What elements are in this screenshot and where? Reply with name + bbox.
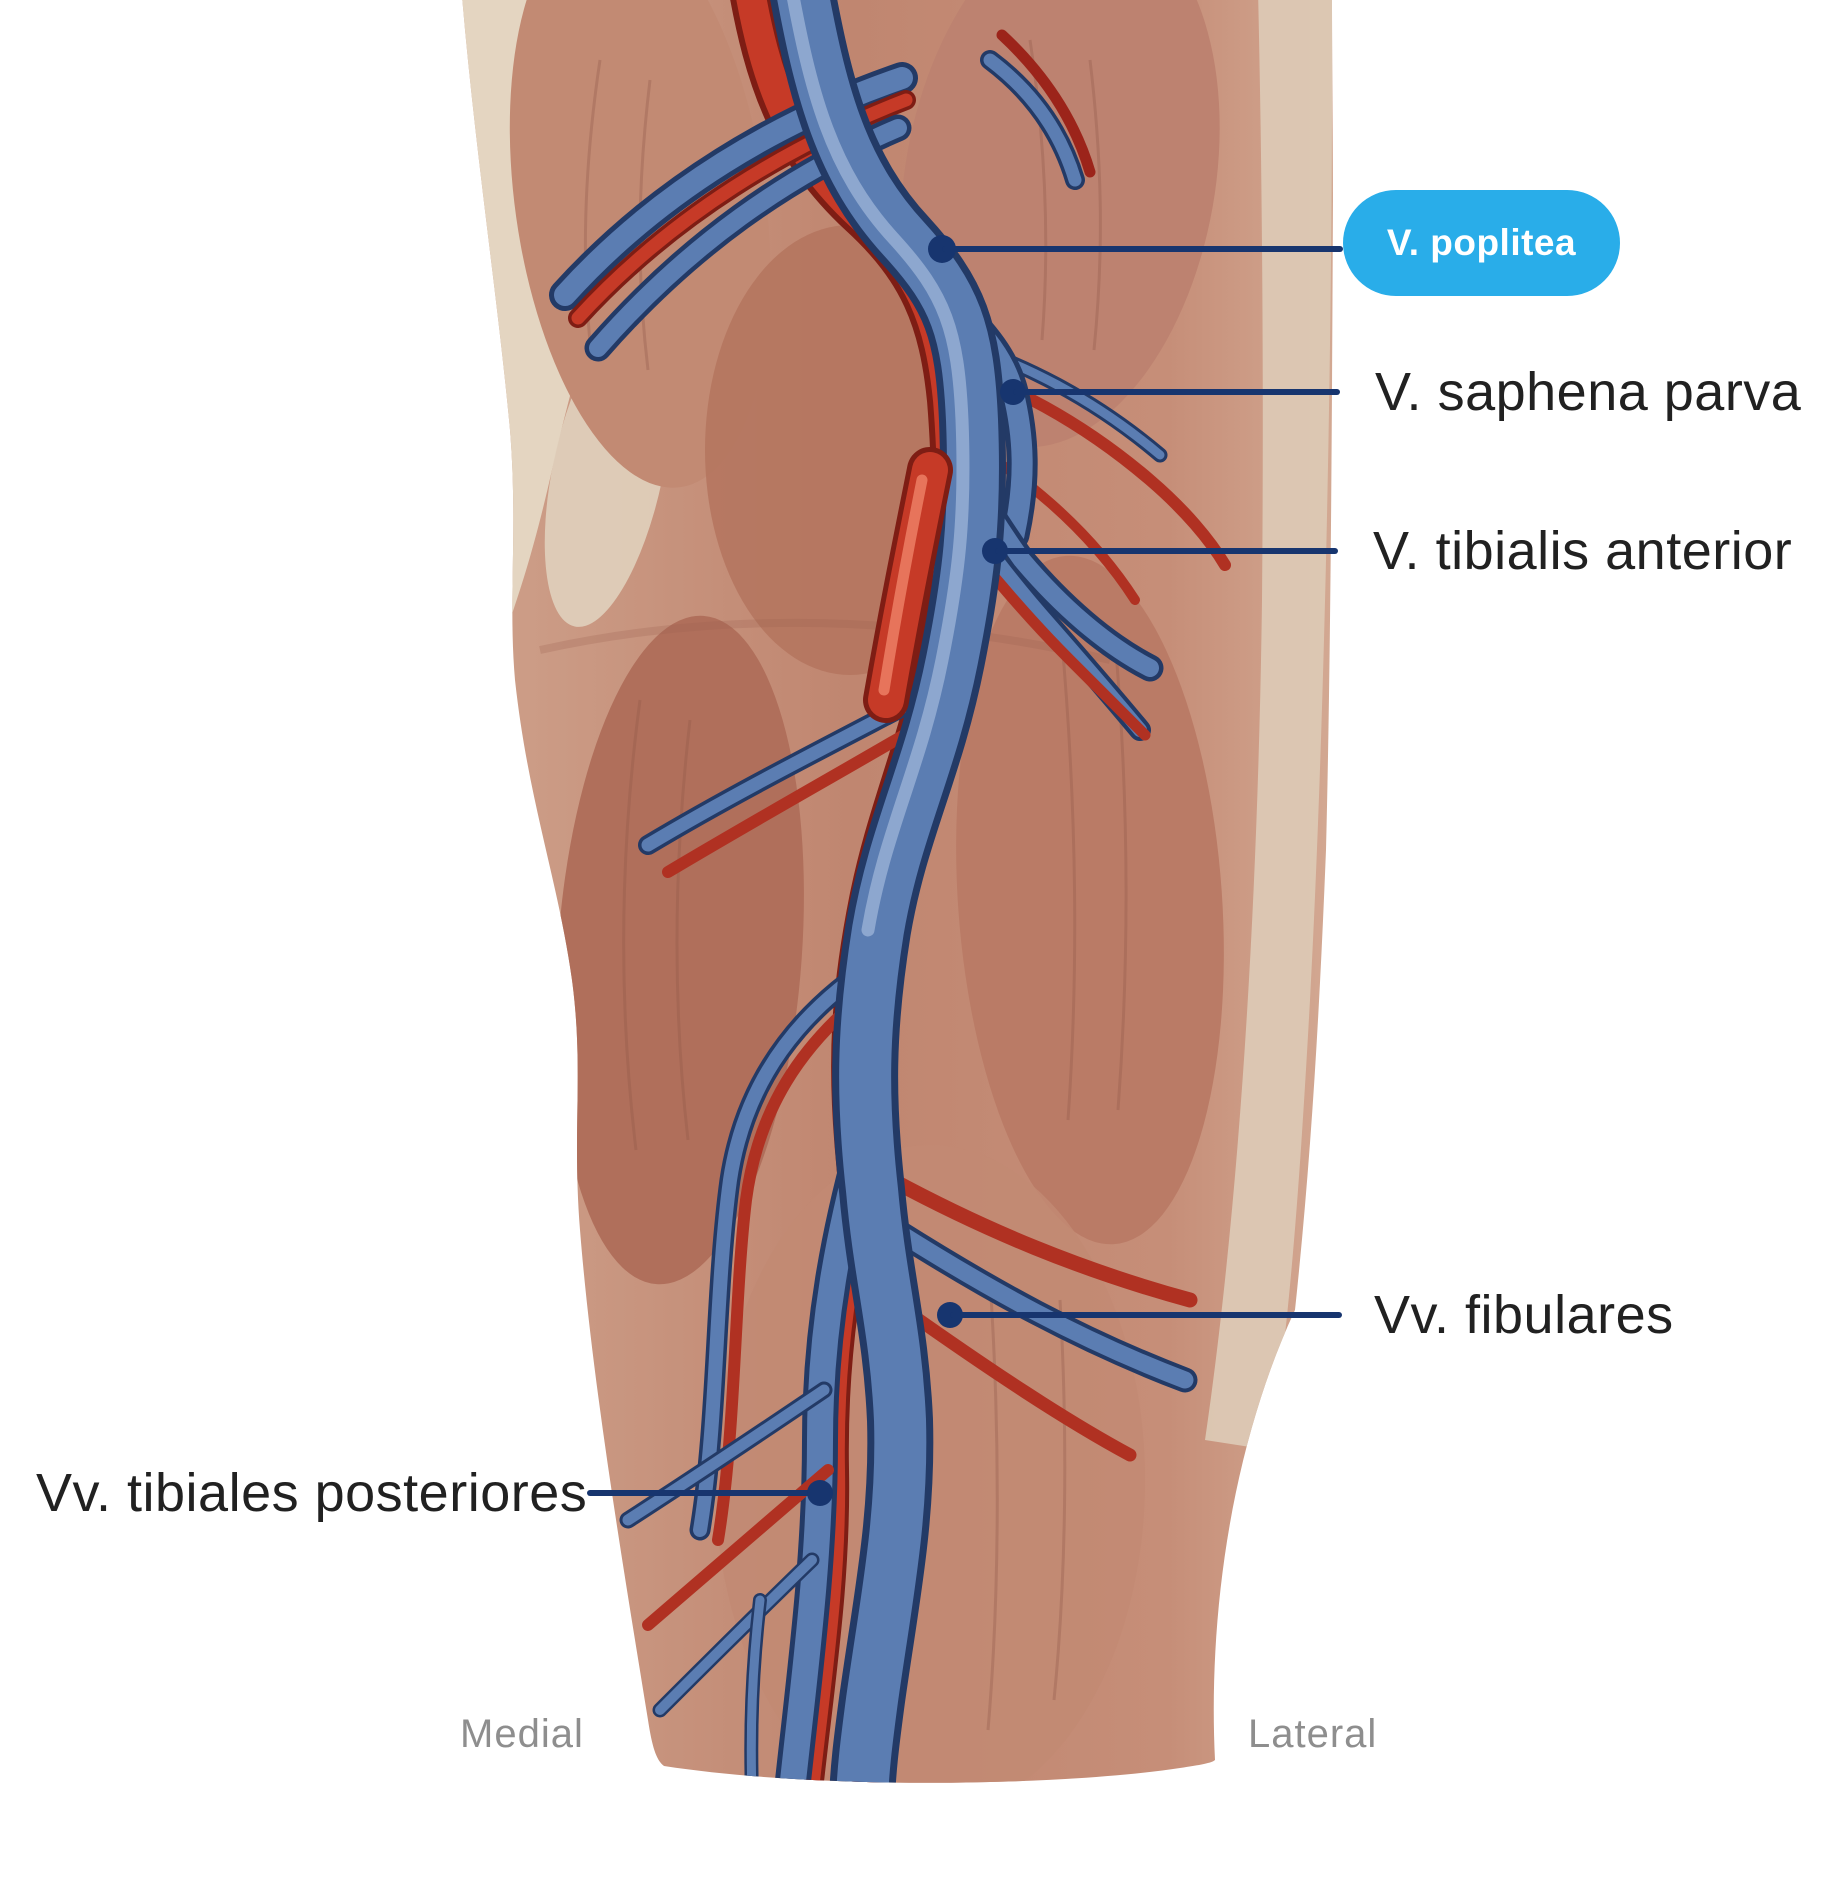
leader-line-v-saphena-parva: [1013, 389, 1340, 395]
label-vv-fibulares: Vv. fibulares: [1374, 1285, 1674, 1345]
label-v-tibialis-anterior: V. tibialis anterior: [1373, 521, 1793, 581]
leader-dot-vv-tibiales-posteriores: [807, 1480, 833, 1506]
leader-line-vv-tibiales-posteriores: [587, 1490, 820, 1496]
label-vv-tibiales-posteriores: Vv. tibiales posteriores: [36, 1463, 588, 1523]
leader-line-vv-fibulares: [950, 1312, 1342, 1318]
leader-line-v-tibialis-anterior: [995, 548, 1338, 554]
label-v-poplitea-badge[interactable]: V. poplitea: [1343, 190, 1620, 296]
orientation-lateral: Lateral: [1248, 1712, 1378, 1756]
label-v-poplitea: V. poplitea: [1386, 222, 1577, 263]
orientation-medial: Medial: [460, 1712, 584, 1756]
leader-line-v-poplitea: [942, 246, 1343, 252]
label-v-saphena-parva: V. saphena parva: [1375, 362, 1802, 422]
